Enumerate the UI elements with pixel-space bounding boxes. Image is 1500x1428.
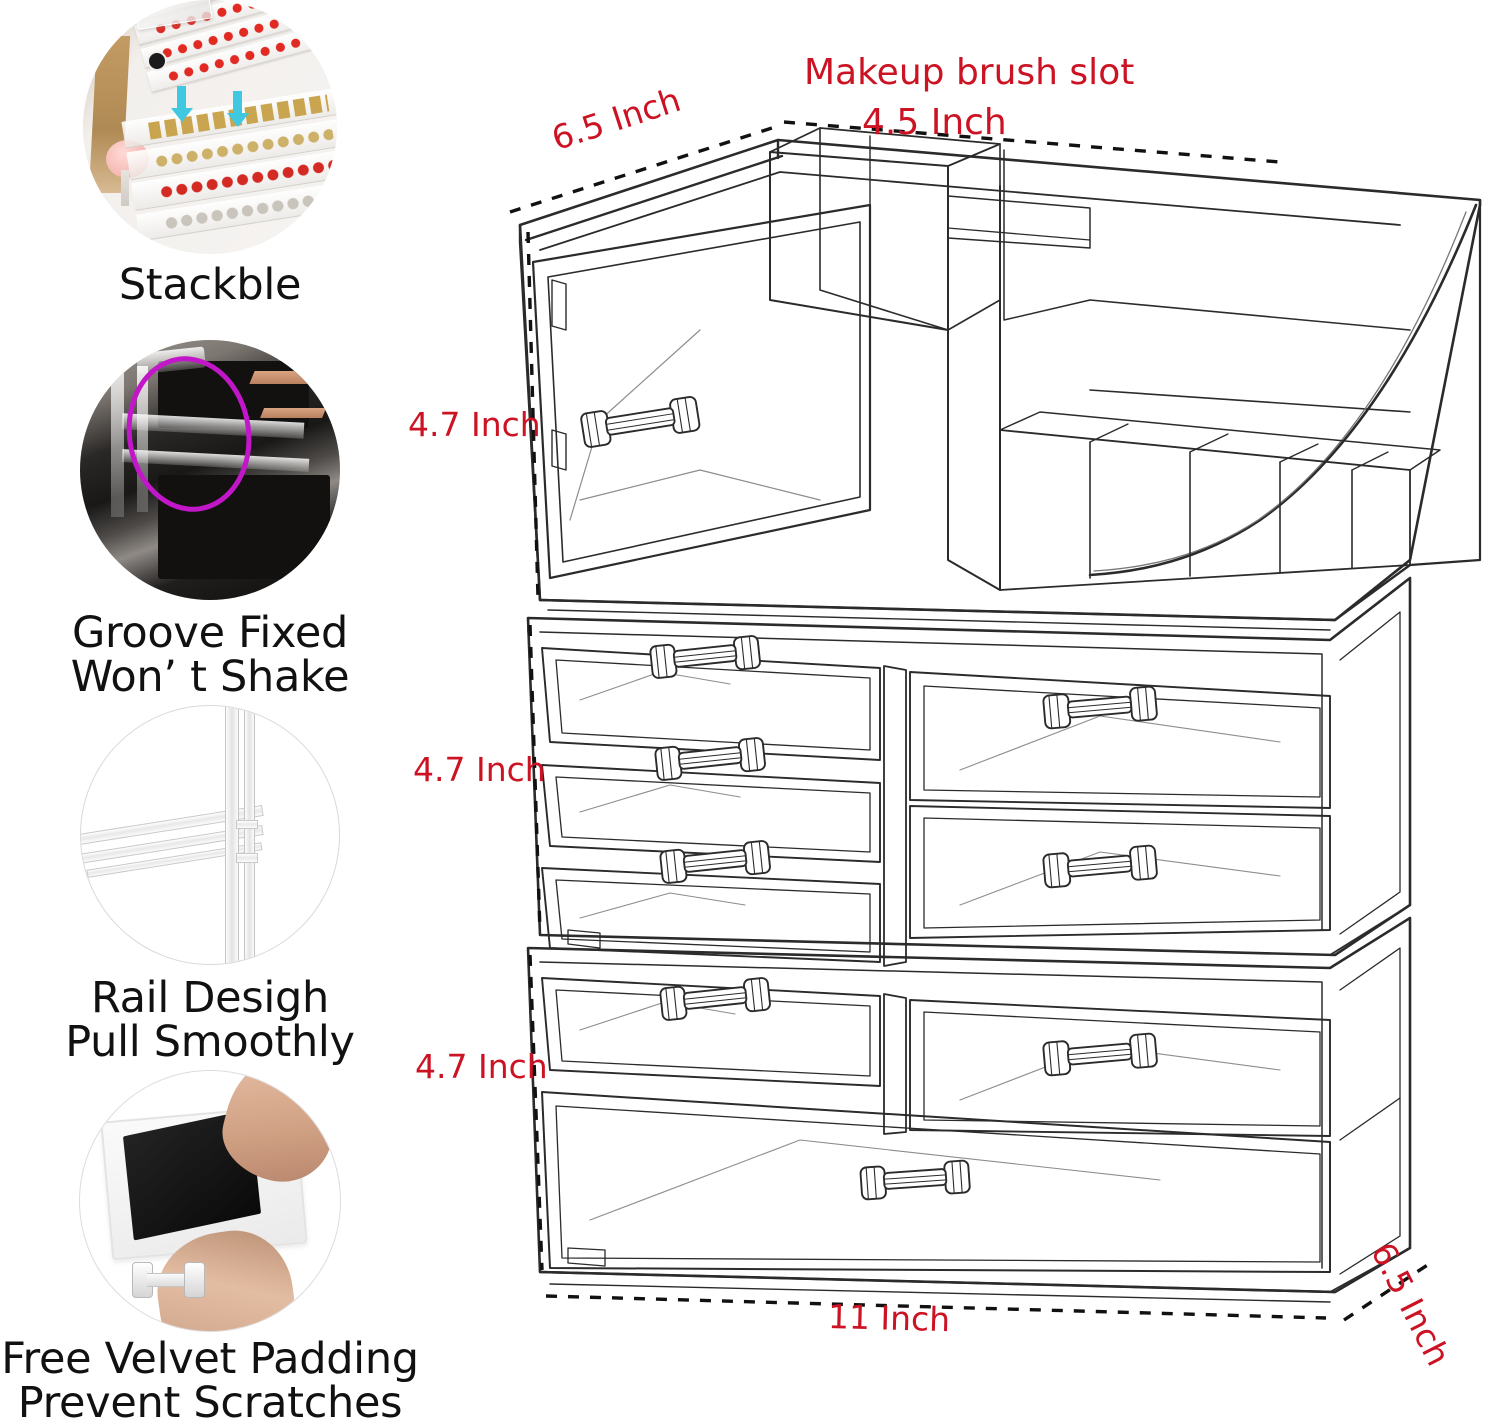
drawer-handle — [1042, 685, 1158, 730]
feature-block-stackable: Stackble — [0, 0, 420, 308]
dimension-label-base-width: 11 Inch — [827, 1297, 951, 1340]
dimension-label-tier1-height: 4.7 Inch — [408, 405, 541, 444]
drawer-handle — [859, 1159, 971, 1201]
feature-caption-stackable: Stackble — [118, 260, 302, 310]
dimension-line-tier1 — [526, 231, 540, 599]
product-diagram-svg — [509, 120, 1482, 1322]
product-line-drawing: Makeup brush slot 4.5 Inch 6.5 Inch — [400, 0, 1500, 1389]
dimension-line-tier3 — [528, 954, 544, 1271]
feature-block-groove-fixed: Groove Fixed Won’ t Shake — [0, 340, 420, 700]
drawer-rail-closeup-photo — [80, 705, 340, 965]
knob-detail — [146, 50, 167, 71]
drawer-handle — [659, 977, 771, 1021]
feature-caption-rail-design: Rail Desigh Pull Smoothly — [65, 973, 355, 1067]
drawer-handle-detail — [132, 1262, 205, 1298]
stack-arrow-icon — [170, 86, 193, 123]
feature-block-velvet-padding: Free Velvet Padding Prevent Scratches — [0, 1070, 420, 1426]
velvet-padding-insert-photo — [79, 1070, 341, 1332]
feature-list-sidebar: Stackble Groove Fixed Won’ t Shake — [0, 0, 420, 1425]
feature-block-rail-design: Rail Desigh Pull Smoothly — [0, 705, 420, 1065]
drawer-handle — [654, 737, 766, 781]
dimension-line-brush-slot — [783, 120, 1281, 164]
stacked-acrylic-lipstick-drawers-photo — [83, 0, 337, 254]
feature-caption-velvet-padding: Free Velvet Padding Prevent Scratches — [1, 1334, 419, 1428]
dimension-label-brush-slot-width: 4.5 Inch — [862, 102, 1007, 143]
dimension-line-base-depth — [1343, 1260, 1433, 1322]
drawer-handle — [580, 396, 701, 448]
drawer-handle — [649, 635, 761, 679]
drawer-handle — [1042, 1032, 1158, 1077]
dimension-label-brush-slot-title: Makeup brush slot — [804, 52, 1135, 93]
dimension-line-top-depth — [509, 126, 773, 214]
dimension-line-tier2 — [528, 624, 542, 933]
drawer-handle — [1042, 844, 1158, 889]
puff-handle-detail — [121, 170, 129, 206]
dimension-label-tier2-height: 4.7 Inch — [413, 750, 546, 789]
feature-caption-groove-fixed: Groove Fixed Won’ t Shake — [70, 608, 350, 702]
stack-arrow-icon — [226, 91, 249, 128]
drawer-handle — [659, 840, 771, 884]
dimension-label-tier3-height: 4.7 Inch — [415, 1047, 548, 1086]
groove-corner-closeup-photo — [80, 340, 340, 600]
